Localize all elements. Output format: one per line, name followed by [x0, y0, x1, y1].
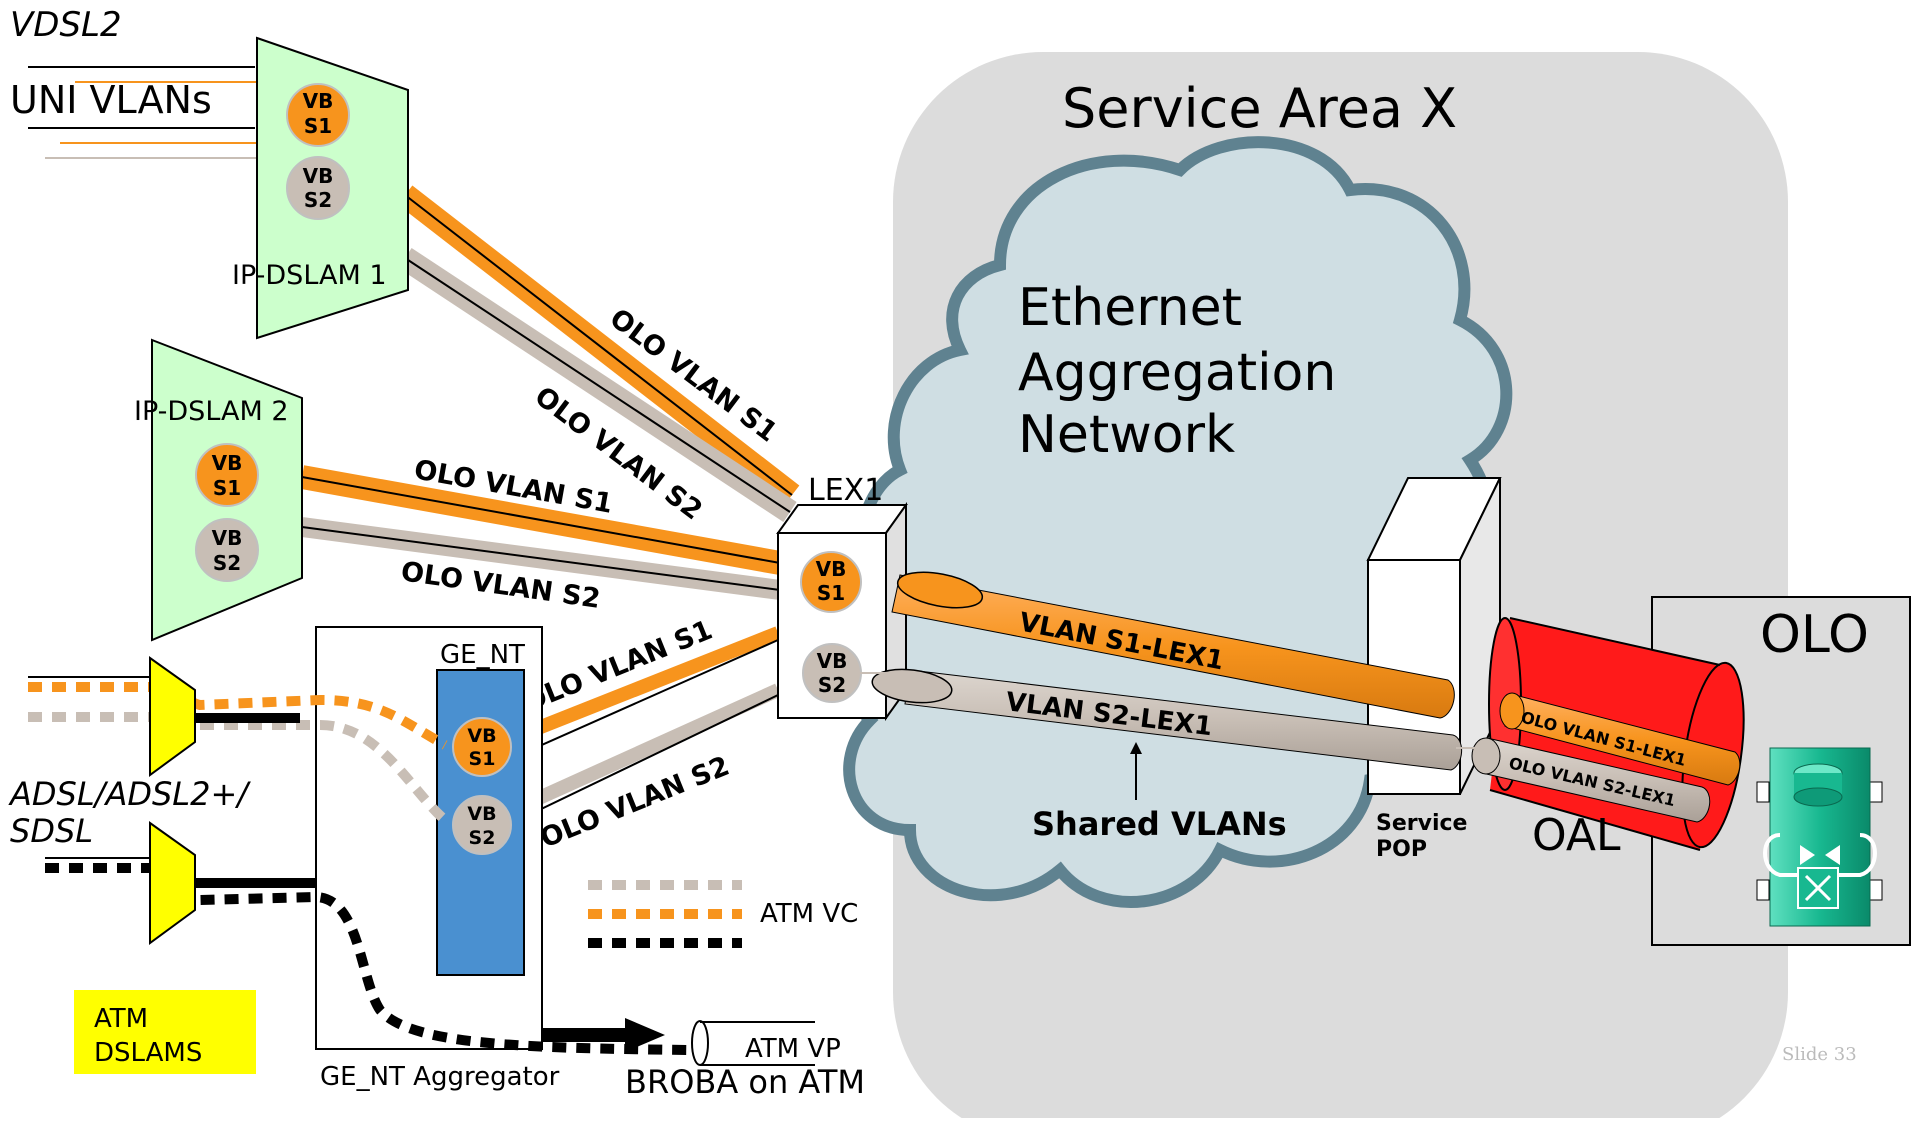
- atm-vp-tube: [691, 1020, 815, 1066]
- vbs2-badge-gent: [452, 795, 512, 855]
- atm-dslams-line2: DSLAMS: [94, 1038, 202, 1068]
- vdsl2-label: VDSL2: [10, 5, 122, 45]
- vbs1-gent-top: VB: [467, 725, 496, 747]
- lex1-label: LEX1: [808, 473, 883, 508]
- router-switch-icon: [1756, 747, 1883, 927]
- olo-label: OLO: [1760, 605, 1869, 665]
- olo-vlan-s1-link-gent: [505, 626, 781, 761]
- atm-dslams-line1: ATM: [94, 1004, 148, 1034]
- broba-label: BROBA on ATM: [625, 1063, 865, 1101]
- adsl-label-line2: SDSL: [10, 812, 93, 850]
- ge-nt-label: GE_NT: [440, 640, 525, 670]
- olo-vlan-s2-link-gent: [505, 683, 781, 826]
- slide-number: Slide 33: [1782, 1044, 1857, 1065]
- vbs2-dslam1-top: VB: [303, 164, 334, 188]
- atm-dslams-box: [74, 990, 256, 1074]
- atm-vc-label: ATM VC: [760, 899, 858, 929]
- olo-vlan-s2-link-dslam1: [398, 247, 797, 523]
- vbs2-lex1-top: VB: [817, 649, 848, 673]
- service-pop-line2: POP: [1376, 837, 1427, 862]
- vbs1-dslam1-bottom: S1: [304, 114, 332, 138]
- olo-vlan-s2-label-c: OLO VLAN S2: [536, 751, 734, 855]
- vlan-s1-lex1-tube: [891, 571, 1455, 719]
- vbs1-lex1-bottom: S1: [817, 581, 845, 605]
- vbs2-dslam2-bottom: S2: [213, 551, 241, 575]
- vbs2-gent-bottom: S2: [469, 827, 496, 849]
- olo-vlan-s1-link-dslam2: [299, 465, 783, 575]
- vbs1-badge-dslam2: [195, 443, 259, 507]
- vbs1-dslam1-top: VB: [303, 89, 334, 113]
- vlan-s2-lex1-tube: [871, 668, 1463, 771]
- atm-dslam-bottom: [149, 821, 196, 945]
- ean-line3: Network: [1018, 405, 1235, 465]
- olo-vlan-s1-link-dslam1: [397, 185, 800, 505]
- adsl-label-line1: ADSL/ADSL2+/: [8, 775, 251, 813]
- vbs1-lex1-top: VB: [816, 557, 847, 581]
- service-area-title: Service Area X: [1062, 77, 1457, 140]
- vbs2-dslam1-bottom: S2: [304, 188, 332, 212]
- ean-line1: Ethernet: [1018, 278, 1242, 338]
- olo-vlan-s2-link-dslam2: [300, 517, 782, 600]
- vbs2-dslam2-top: VB: [212, 526, 243, 550]
- olo-vlan-s1-lex1-tube: [1499, 692, 1741, 786]
- ean-line2: Aggregation: [1018, 343, 1336, 403]
- atm-vp-label: ATM VP: [745, 1034, 841, 1064]
- shared-vlans-label: Shared VLANs: [1032, 805, 1287, 843]
- vbs2-gent-top: VB: [467, 803, 496, 825]
- oal-label: OAL: [1532, 810, 1621, 861]
- vbs2-badge-dslam2: [195, 518, 259, 582]
- vbs1-dslam2-bottom: S1: [213, 476, 241, 500]
- atm-dslam-top: [149, 656, 196, 777]
- vbs1-badge-lex1: [800, 551, 862, 613]
- atm-vc-legend: [588, 880, 742, 948]
- vbs1-dslam2-top: VB: [212, 451, 243, 475]
- service-pop-line1: Service: [1376, 811, 1467, 836]
- uni-vlans-label: UNI VLANs: [10, 78, 212, 122]
- vbs2-lex1-bottom: S2: [818, 673, 846, 697]
- ip-dslam-2-label: IP-DSLAM 2: [134, 396, 289, 427]
- ge-nt-aggregator-label: GE_NT Aggregator: [320, 1062, 560, 1092]
- olo-vlan-s2-lex1-tube: [1471, 737, 1711, 823]
- vbs1-badge-dslam1: [286, 83, 350, 147]
- ip-dslam-1-label: IP-DSLAM 1: [232, 260, 387, 291]
- vbs1-gent-bottom: S1: [469, 748, 496, 770]
- broba-arrow: [542, 1018, 665, 1052]
- shared-vlans-arrow: [1130, 742, 1142, 800]
- vbs1-badge-gent: [452, 717, 512, 777]
- vbs2-badge-dslam1: [286, 156, 350, 220]
